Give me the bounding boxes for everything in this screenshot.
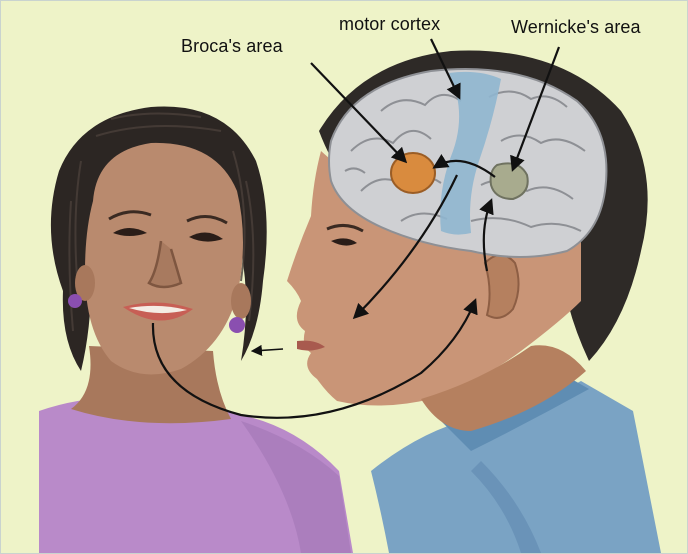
- speech-output-arrow: [253, 349, 283, 351]
- man-ear: [485, 255, 519, 318]
- broca-area-region: [391, 153, 435, 193]
- wernicke-area-label: Wernicke's area: [511, 17, 641, 38]
- broca-area-label: Broca's area: [181, 36, 283, 57]
- woman-earring-right: [229, 317, 245, 333]
- woman-ear-right: [231, 283, 251, 319]
- motor-cortex-label: motor cortex: [339, 14, 440, 35]
- woman-earring-left: [68, 294, 82, 308]
- wernicke-area-region: [491, 163, 528, 199]
